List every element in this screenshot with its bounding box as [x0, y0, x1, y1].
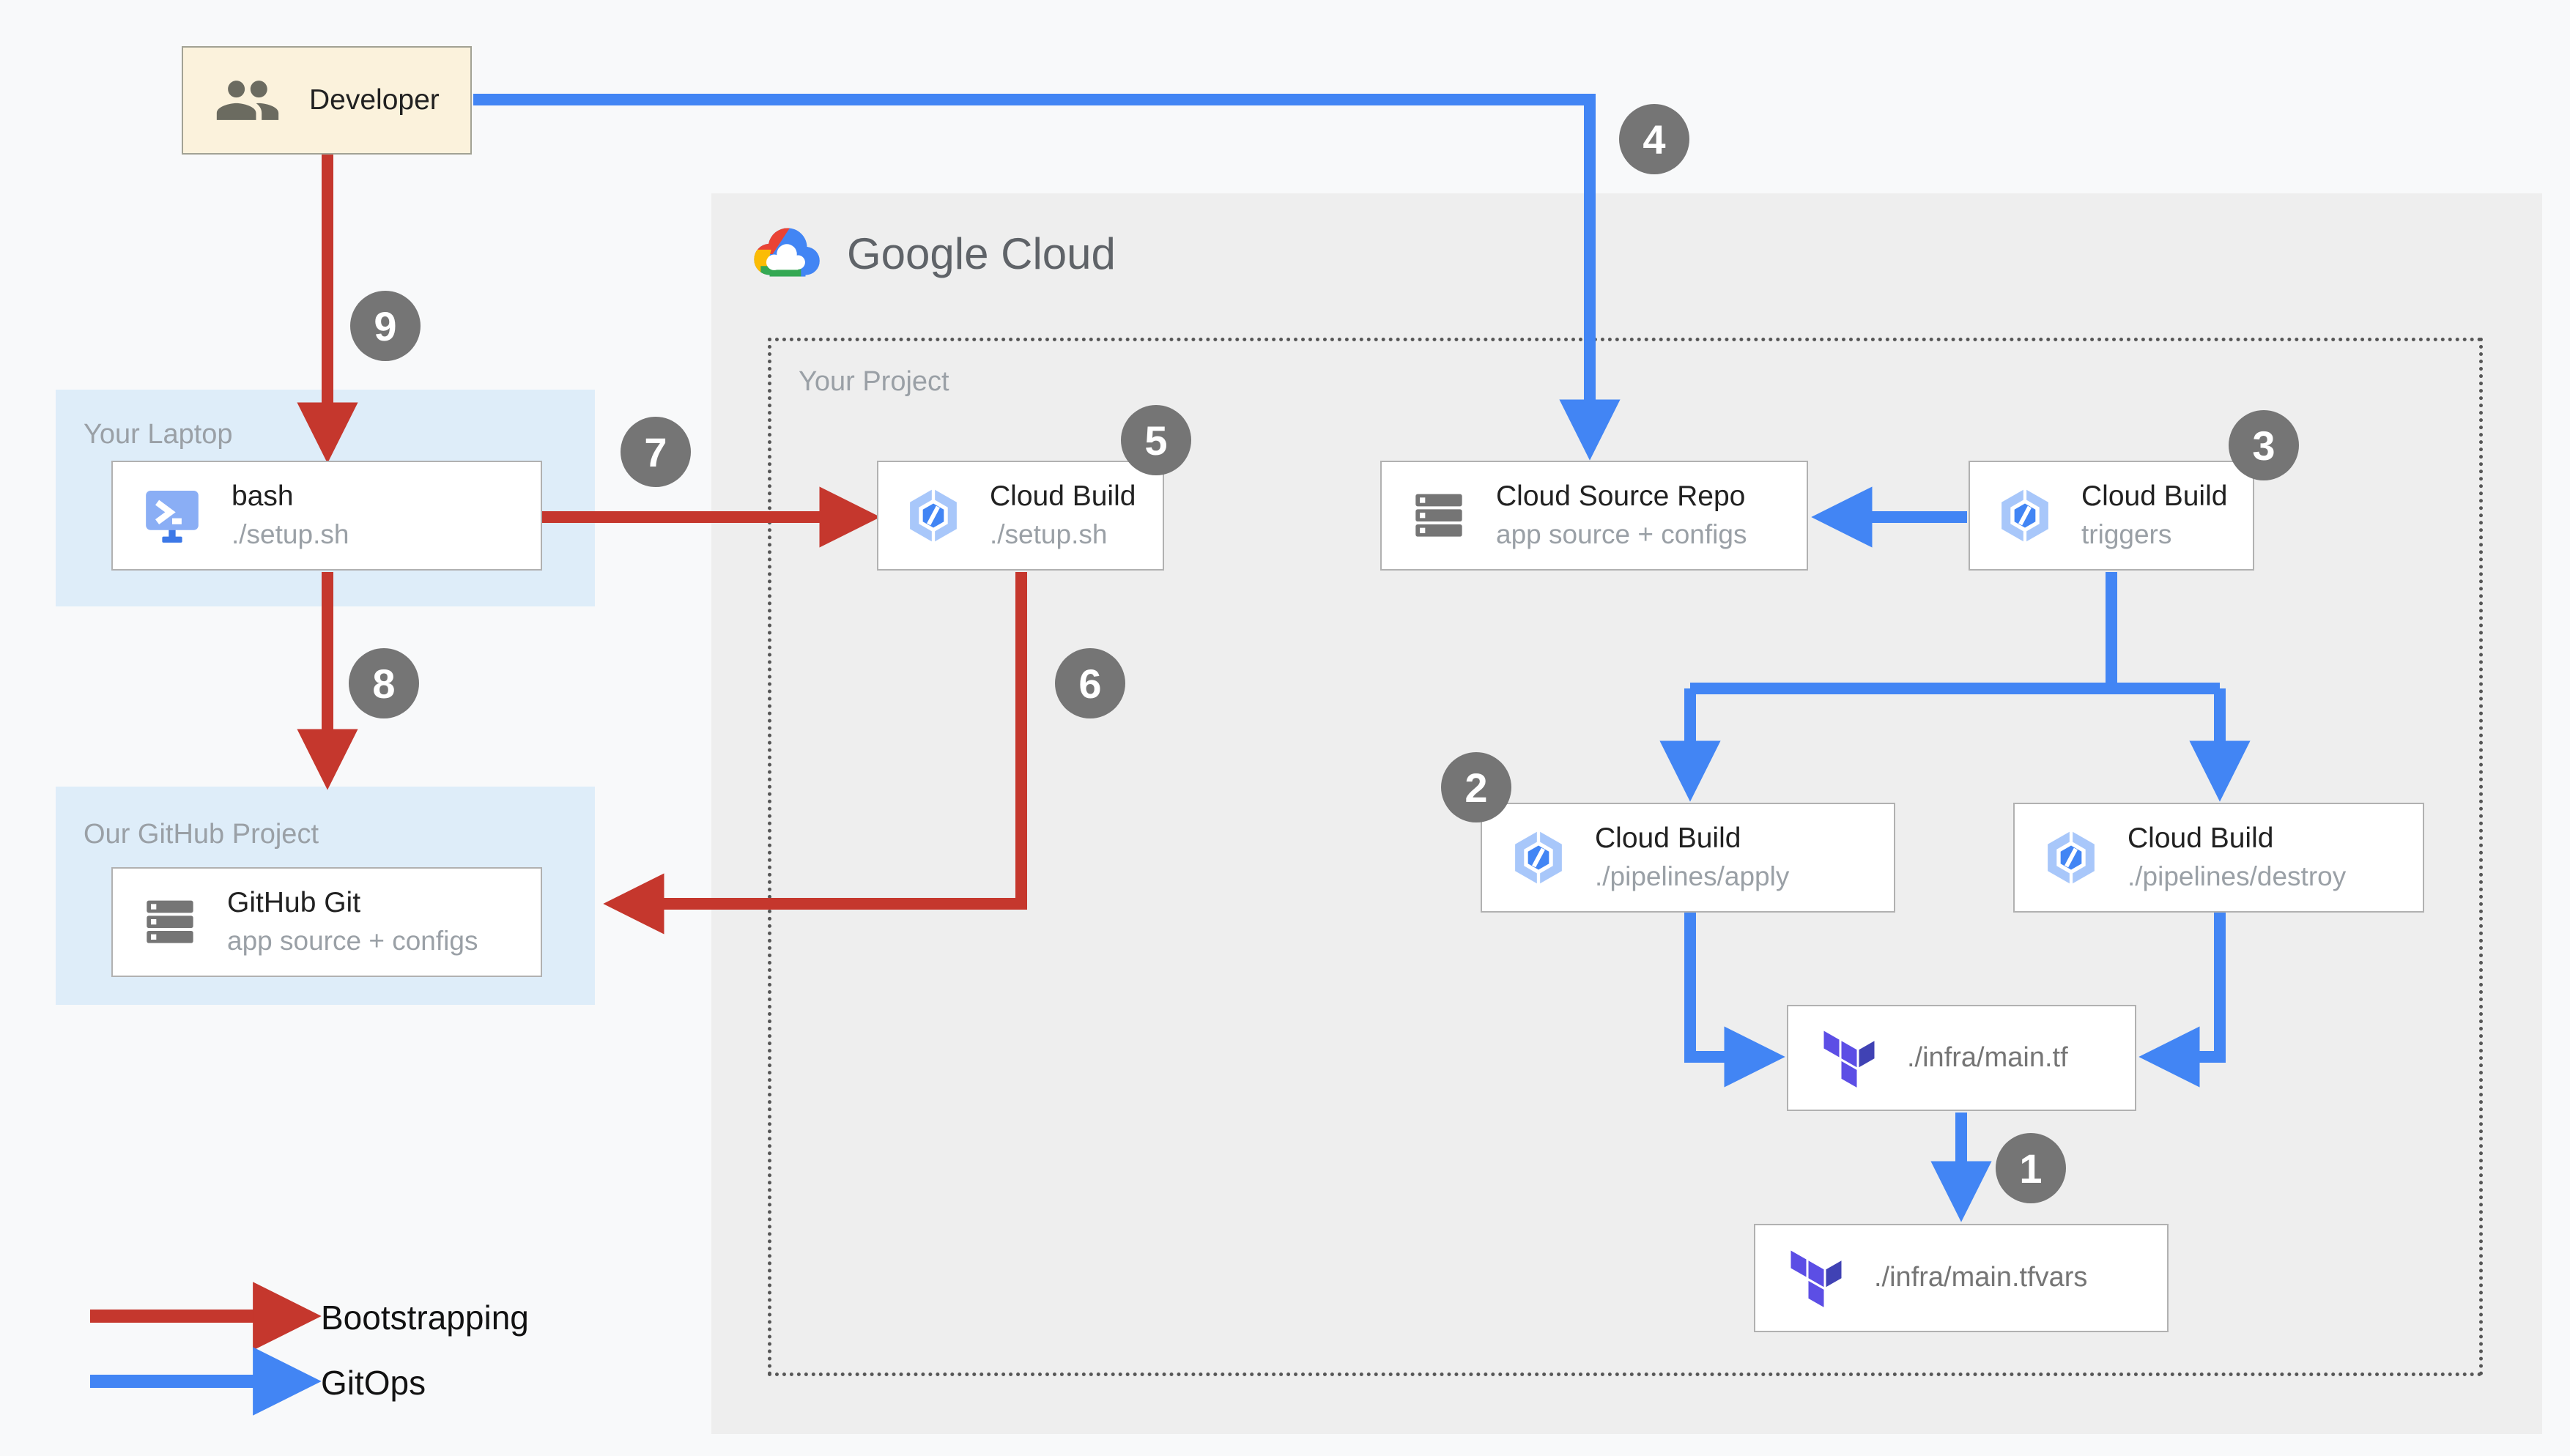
developer-node: Developer: [182, 46, 472, 155]
bash-subtitle: ./setup.sh: [232, 519, 349, 550]
legend-gitops-label: GitOps: [321, 1364, 426, 1402]
people-icon: [216, 81, 279, 120]
cloud-build-destroy-title: Cloud Build: [2128, 822, 2274, 855]
terraform-main-tf-node: ./infra/main.tf: [1787, 1005, 2136, 1111]
terraform-icon: [1791, 1250, 1842, 1307]
project-boundary-label: Your Project: [799, 366, 949, 397]
repo-icon: [1415, 494, 1462, 537]
cloud-source-repo-title: Cloud Source Repo: [1496, 480, 1746, 513]
terraform-main-tfvars-node: ./infra/main.tfvars: [1754, 1224, 2169, 1332]
cloud-build-triggers-node: Cloud Build triggers: [1969, 461, 2254, 571]
cloud-source-repo-node: Cloud Source Repo app source + configs: [1380, 461, 1808, 571]
cloud-build-apply-node: Cloud Build ./pipelines/apply: [1481, 803, 1895, 913]
developer-title: Developer: [309, 83, 440, 116]
laptop-panel-label: Your Laptop: [84, 419, 233, 450]
google-cloud-logo-text: Google Cloud: [847, 229, 1116, 278]
cloud-build-destroy-node: Cloud Build ./pipelines/destroy: [2013, 803, 2424, 913]
cloud-source-repo-subtitle: app source + configs: [1496, 519, 1747, 550]
step-badge-8: 8: [349, 648, 419, 718]
step-badge-5: 5: [1121, 405, 1191, 475]
step-badge-7: 7: [621, 417, 691, 487]
cloud-build-setup-node: Cloud Build ./setup.sh: [877, 461, 1164, 571]
cloud-build-icon: [2048, 831, 2095, 885]
github-git-title: GitHub Git: [227, 887, 361, 919]
cloud-build-setup-subtitle: ./setup.sh: [990, 519, 1108, 550]
google-cloud-icon: [754, 228, 820, 277]
github-git-node: GitHub Git app source + configs: [111, 867, 542, 977]
cloud-shell-icon: [146, 490, 199, 543]
cloud-build-icon: [1515, 831, 1562, 885]
step-badge-3: 3: [2229, 410, 2299, 480]
github-git-subtitle: app source + configs: [227, 926, 478, 957]
github-panel-label: Our GitHub Project: [84, 819, 319, 850]
cloud-build-setup-title: Cloud Build: [990, 480, 1136, 513]
main-tfvars-title: ./infra/main.tfvars: [1874, 1262, 2088, 1293]
cloud-build-icon: [910, 489, 957, 543]
legend-bootstrapping-label: Bootstrapping: [321, 1299, 529, 1337]
google-cloud-logo: Google Cloud: [746, 220, 1116, 287]
main-tf-title: ./infra/main.tf: [1907, 1041, 2068, 1073]
repo-icon: [147, 900, 193, 943]
step-badge-1: 1: [1996, 1133, 2066, 1203]
terraform-icon: [1823, 1030, 1875, 1088]
cloud-build-triggers-title: Cloud Build: [2081, 480, 2228, 513]
step-badge-6: 6: [1055, 648, 1125, 718]
step-badge-2: 2: [1441, 752, 1511, 822]
cloud-build-apply-title: Cloud Build: [1595, 822, 1741, 855]
cloud-build-apply-subtitle: ./pipelines/apply: [1595, 861, 1790, 892]
step-badge-4: 4: [1619, 104, 1689, 174]
cloud-build-icon: [2001, 489, 2048, 543]
step-badge-9: 9: [350, 291, 421, 361]
cloud-build-destroy-subtitle: ./pipelines/destroy: [2128, 861, 2347, 892]
bash-title: bash: [232, 480, 294, 513]
cloud-build-triggers-subtitle: triggers: [2081, 519, 2172, 550]
bash-setup-node: bash ./setup.sh: [111, 461, 542, 571]
